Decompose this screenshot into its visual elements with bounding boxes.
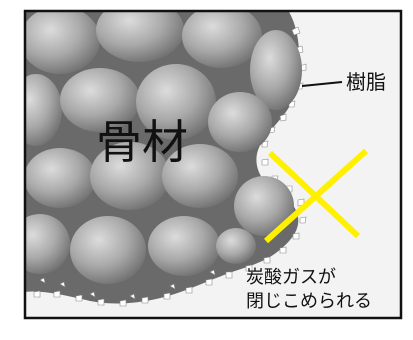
aggregate-particles [26,12,302,284]
co2-label-line1: 炭酸ガスが [246,267,336,288]
yellow-cross-mark [263,148,369,244]
resin-leader-line [301,81,343,87]
resin-label: 樹脂 [346,70,386,94]
co2-label-line2: 閉じこめられる [246,291,372,312]
frame-border [23,9,403,320]
aggregate-label: 骨材 [96,115,188,169]
